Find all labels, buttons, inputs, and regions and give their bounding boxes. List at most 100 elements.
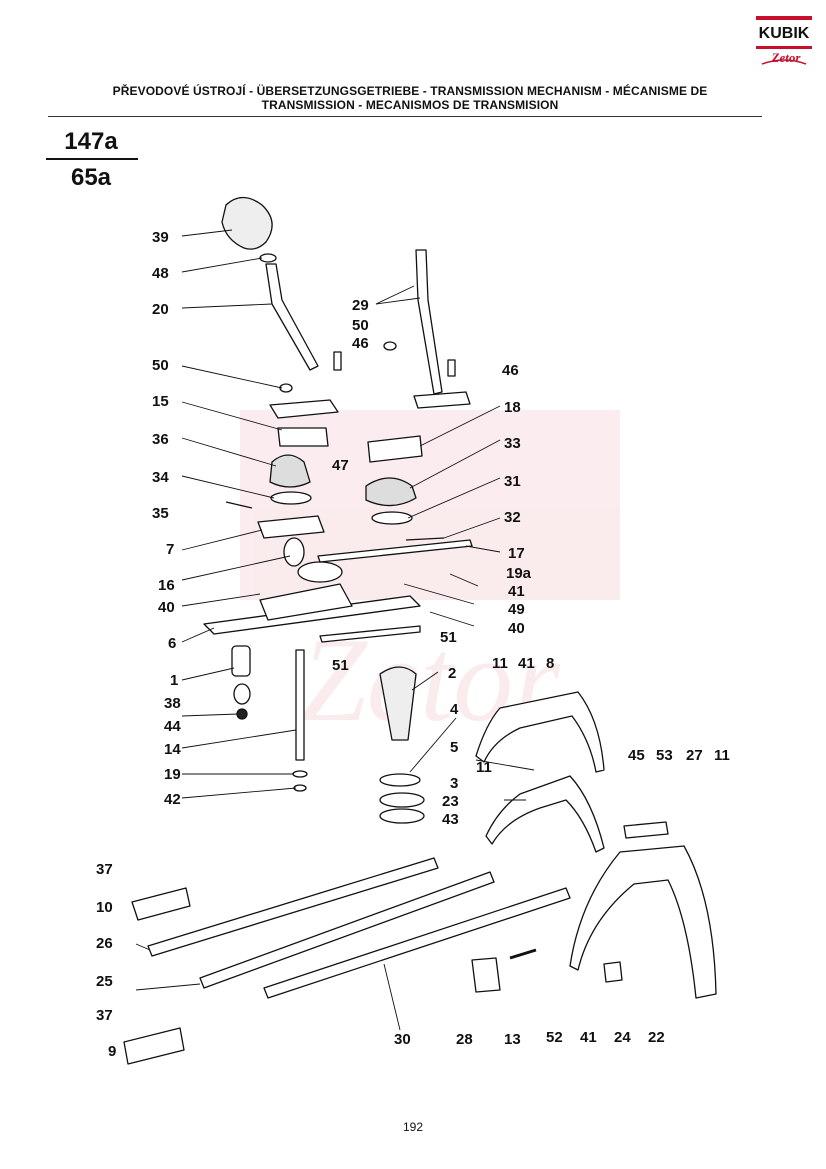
gear-lever-left [265,263,319,371]
fork-9 [123,1027,185,1065]
lever-bolt [333,351,342,371]
pin-35 [225,501,253,509]
callout-52: 52 [546,1029,563,1046]
callout-15: 15 [152,393,169,410]
callout-8: 8 [546,655,554,672]
callout-47: 47 [332,457,349,474]
callout-44: 44 [164,718,181,735]
callout-43: 43 [442,811,459,828]
cover-block-15 [277,427,329,447]
gear-lever-right [415,249,443,395]
pad-24 [603,961,623,983]
callout-50-top: 50 [352,317,369,334]
housing-tower [297,561,343,583]
callout-23: 23 [442,793,459,810]
callout-40-right: 40 [508,620,525,637]
callout-10: 10 [96,899,113,916]
callout-18: 18 [504,399,521,416]
bolt-52 [509,948,537,960]
knob-nut [259,253,277,263]
washer-19 [292,770,308,778]
callout-41-bottom: 41 [580,1029,597,1046]
callout-11-top: 11 [492,655,508,672]
callout-53: 53 [656,747,673,764]
flange-plate-7 [257,515,325,539]
callout-11-right: 11 [714,747,730,764]
fork-10 [131,887,191,921]
selector-shaft-2 [379,666,417,741]
callout-39: 39 [152,229,169,246]
callout-37-bottom: 37 [96,1007,113,1024]
callout-27: 27 [686,747,703,764]
bolt-46-right [447,359,456,377]
callout-19a: 19a [506,565,532,582]
callout-41-mid: 41 [518,655,535,672]
callout-49: 49 [508,601,525,618]
callout-9: 9 [108,1043,116,1060]
ring-3 [379,792,425,808]
callout-46-top: 46 [352,335,369,352]
callout-16: 16 [158,577,175,594]
callout-2: 2 [448,665,456,682]
shift-rod-26 [147,857,439,957]
callout-22: 22 [648,1029,665,1046]
callout-5: 5 [450,739,458,756]
logo-kubik-text: KUBIK [759,25,810,42]
section-code-divider [46,158,138,160]
page-title: PŘEVODOVÉ ÚSTROJÍ - ÜBERSETZUNGSGETRIEBE… [60,84,760,112]
callout-20: 20 [152,301,169,318]
ring-43 [379,808,425,824]
block-27 [623,821,669,839]
title-rule [48,116,762,117]
callout-25: 25 [96,973,113,990]
shift-rod-30 [263,887,571,999]
title-line-1: PŘEVODOVÉ ÚSTROJÍ - ÜBERSETZUNGSGETRIEBE… [112,84,708,98]
ring-31 [371,511,413,525]
callout-46-right: 46 [502,362,519,379]
ring-5 [379,773,421,787]
spring-38 [233,683,251,705]
lever-base-plate-right [413,391,471,409]
lever-base-plate-left [269,399,339,419]
callout-24: 24 [614,1029,631,1046]
block-28 [471,957,501,993]
fork-22 [569,845,717,999]
section-code-bottom: 65a [70,164,112,191]
sleeve-1 [231,645,251,677]
callout-42: 42 [164,791,181,808]
callout-31: 31 [504,473,521,490]
callout-1: 1 [170,672,178,689]
callout-33: 33 [504,435,521,452]
shaft-17 [317,539,473,563]
ball-44 [236,708,248,720]
callout-38: 38 [164,695,181,712]
callout-37-top: 37 [96,861,113,878]
cover-block-18 [367,435,423,463]
callout-50: 50 [152,357,169,374]
callout-11-mid: 11 [476,759,492,776]
callout-14: 14 [164,741,181,758]
gear-knob [221,196,273,250]
fork-8 [475,691,605,773]
callout-34: 34 [152,469,169,486]
callout-17: 17 [508,545,525,562]
callout-7: 7 [166,541,174,558]
callout-labels: 39 48 20 29 50 46 50 46 15 18 36 33 34 4… [96,229,730,1060]
nut-50-right [383,341,397,351]
section-code-top: 147a [64,128,118,155]
callout-28: 28 [456,1031,473,1048]
ring-34 [270,491,312,505]
rubber-boot-33 [365,477,417,507]
callout-30: 30 [394,1031,411,1048]
callout-32: 32 [504,509,521,526]
callout-41-top: 41 [508,583,525,600]
leader-lines [135,229,535,1031]
fork-23 [485,775,605,853]
callout-26: 26 [96,935,113,952]
callout-19: 19 [164,766,181,783]
callout-3: 3 [450,775,458,792]
callout-51-left: 51 [332,657,349,674]
kubik-zetor-logo: KUBIK Zetor [756,16,812,65]
callout-51-right: 51 [440,629,457,646]
